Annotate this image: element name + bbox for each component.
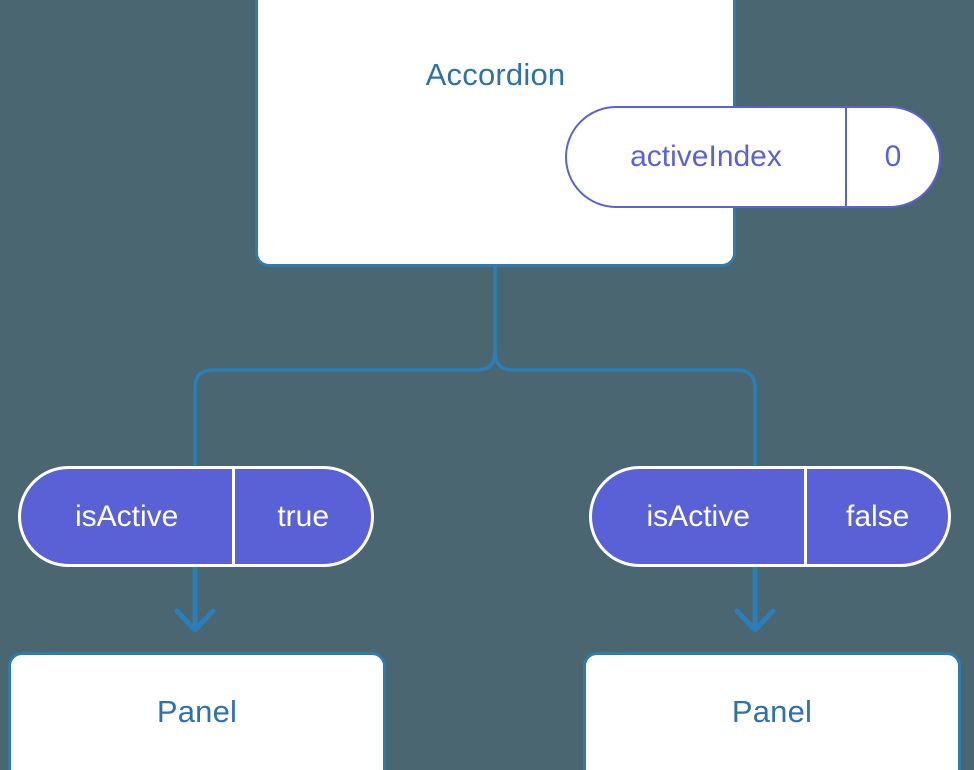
component-title-panel-right: Panel: [731, 694, 813, 729]
component-title-accordion: Accordion: [425, 57, 566, 92]
prop-pill-isactive-left[interactable]: isActive true: [18, 466, 374, 567]
prop-pill-key-right: isActive: [646, 499, 750, 533]
edge-to-left-child: [193, 350, 497, 468]
arrow-down-icon-right: [734, 608, 776, 633]
state-pill-key: activeIndex: [630, 140, 782, 173]
edge-to-right-child: [493, 350, 757, 468]
prop-pill-value-right: false: [804, 469, 948, 564]
state-pill-activeindex[interactable]: activeIndex 0: [565, 106, 941, 208]
component-card-panel-right[interactable]: Panel: [583, 652, 961, 770]
prop-pill-value-left: true: [232, 469, 371, 564]
component-title-panel-left: Panel: [156, 694, 238, 729]
component-card-panel-left[interactable]: Panel: [8, 652, 386, 770]
arrow-down-icon-left: [174, 608, 216, 633]
state-pill-value: 0: [845, 108, 939, 206]
prop-pill-isactive-right[interactable]: isActive false: [589, 466, 951, 567]
prop-pill-key-left: isActive: [74, 499, 179, 533]
component-card-accordion[interactable]: Accordion activeIndex 0: [255, 0, 941, 267]
